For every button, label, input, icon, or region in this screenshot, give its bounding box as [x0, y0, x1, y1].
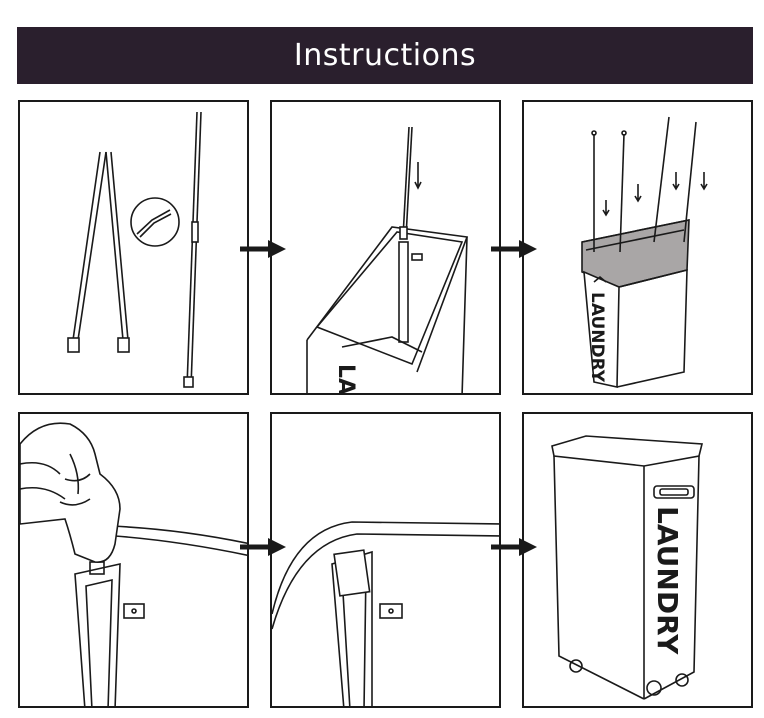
basket-label-partial: LA — [333, 364, 358, 395]
arrow-right-icon — [240, 240, 286, 258]
basket-label-step-3: LAUNDRY — [587, 292, 607, 383]
step-6-panel: LAUNDRY — [522, 412, 753, 708]
step-2-panel: LA — [270, 100, 501, 395]
step-3-panel: LAUNDRY — [522, 100, 753, 395]
arrow-right-icon — [240, 538, 286, 556]
step-4-panel — [18, 412, 249, 708]
step-5-panel — [270, 412, 501, 708]
step-6-illustration: LAUNDRY — [551, 435, 704, 700]
step-2-illustration: LA — [306, 126, 469, 395]
step-4-illustration — [20, 422, 247, 706]
step-1-illustration — [67, 111, 202, 388]
basket-label-step-6: LAUNDRY — [651, 506, 684, 655]
instructions-header: Instructions — [17, 27, 753, 84]
arrow-right-icon — [491, 240, 537, 258]
step-3-illustration: LAUNDRY — [581, 116, 708, 388]
arrow-right-icon — [491, 538, 537, 556]
page-title: Instructions — [293, 38, 477, 73]
step-5-illustration — [272, 521, 499, 706]
step-1-panel — [18, 100, 249, 395]
